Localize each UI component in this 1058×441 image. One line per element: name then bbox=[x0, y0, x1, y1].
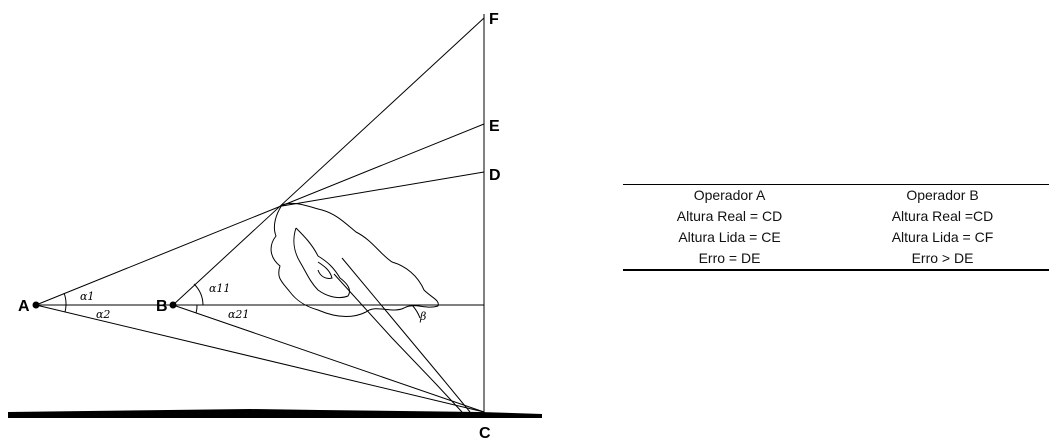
table-row: Altura Real = CD Altura Real =CD bbox=[623, 206, 1049, 227]
tree-trunk bbox=[333, 257, 471, 413]
angle-label-a1: α1 bbox=[80, 290, 94, 303]
cell-altura-real-b: Altura Real =CD bbox=[891, 208, 994, 224]
header-operador-a: Operador A bbox=[693, 187, 766, 203]
header-operador-b: Operador B bbox=[906, 187, 979, 203]
point-label-a: A bbox=[18, 298, 30, 315]
ground-line bbox=[8, 409, 542, 418]
point-label-f: F bbox=[489, 11, 499, 28]
angle-arc-a1 bbox=[63, 292, 67, 306]
operator-comparison-table: Operador A Operador B Altura Real = CD A… bbox=[623, 184, 1049, 271]
table-header-row: Operador A Operador B bbox=[623, 184, 1049, 207]
angle-label-a2: α2 bbox=[96, 308, 110, 321]
table-row: Altura Lida = CE Altura Lida = CF bbox=[623, 227, 1049, 248]
line-treetop-to-d bbox=[281, 171, 485, 207]
angle-label-a11: α11 bbox=[209, 282, 230, 295]
point-a-marker bbox=[32, 301, 40, 309]
cell-erro-a: Erro = DE bbox=[698, 250, 761, 266]
tree-crown-inner bbox=[293, 227, 351, 299]
cell-erro-b: Erro > DE bbox=[911, 250, 974, 266]
tree-crown bbox=[270, 202, 439, 317]
table-row: Erro = DE Erro > DE bbox=[623, 248, 1049, 270]
point-label-c: C bbox=[479, 425, 491, 441]
sight-line-b-to-f bbox=[172, 17, 485, 306]
point-label-d: D bbox=[489, 167, 501, 184]
sight-line-a-to-c bbox=[35, 304, 485, 413]
sight-line-a-to-e bbox=[35, 123, 485, 306]
tree-crown-detail bbox=[317, 261, 333, 279]
point-label-b: B bbox=[156, 298, 168, 315]
cell-altura-lida-b: Altura Lida = CF bbox=[891, 229, 994, 245]
angle-arc-a2 bbox=[64, 304, 67, 313]
angle-arc-beta bbox=[411, 304, 421, 319]
angle-arc-a21 bbox=[195, 304, 198, 314]
angle-label-beta: β bbox=[419, 310, 426, 323]
point-b-marker bbox=[169, 301, 177, 309]
sight-line-b-to-c bbox=[172, 304, 485, 413]
cell-altura-real-a: Altura Real = CD bbox=[676, 208, 783, 224]
angle-label-a21: α21 bbox=[228, 308, 249, 321]
point-label-e: E bbox=[489, 118, 500, 135]
angle-arc-a11 bbox=[193, 283, 204, 306]
cell-altura-lida-a: Altura Lida = CE bbox=[678, 229, 781, 245]
